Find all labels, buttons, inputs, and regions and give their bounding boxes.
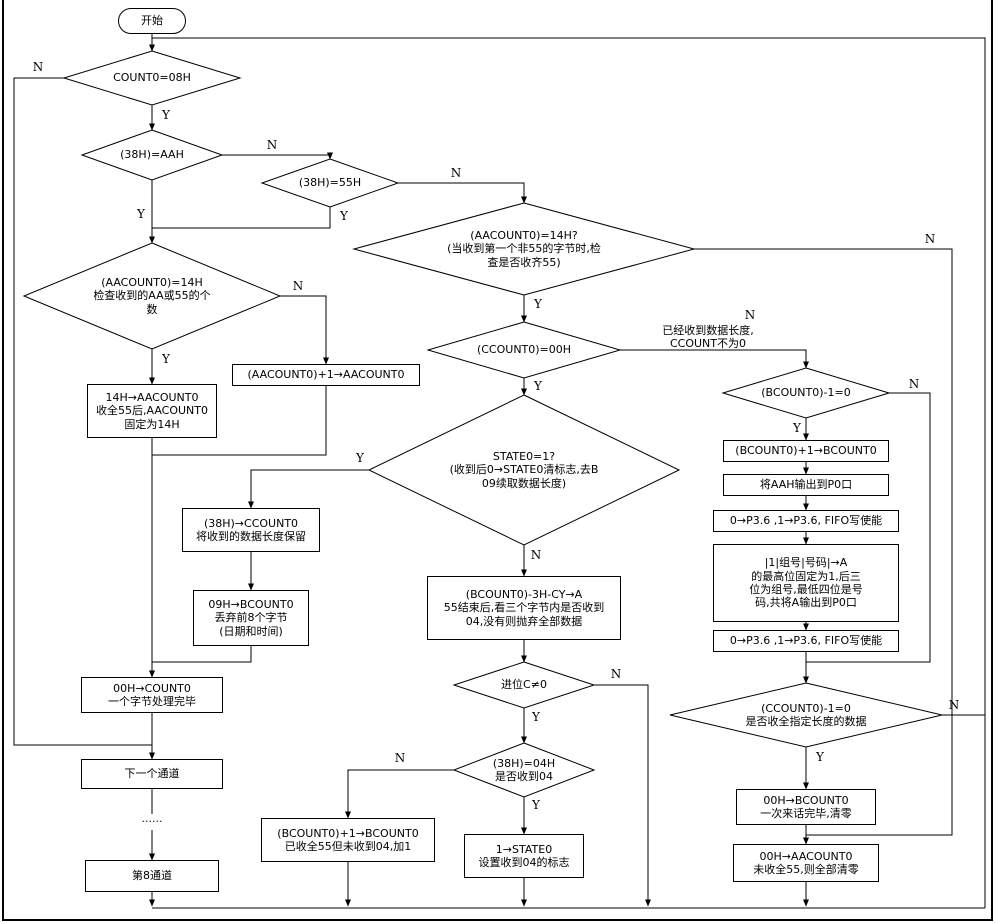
edge-aah-no	[222, 152, 333, 160]
d-aacount: (AACOUNT0)=14H 检查收到的AA或55的个 数	[93, 275, 211, 316]
edge-bcount1-no	[806, 392, 931, 663]
label-bcount1-n: N	[908, 376, 920, 391]
label-aacountq-n: N	[924, 231, 936, 246]
d-ccount-1: (CCOUNT0)-1=0 是否收全指定长度的数据	[745, 701, 867, 728]
label-04h-n: N	[394, 750, 406, 765]
label-ccount1-y: Y	[816, 749, 824, 764]
b-next-channel: 下一个通道	[81, 759, 223, 789]
d-carry: 进位C≠0	[501, 678, 547, 692]
b-00h-count0: 00H→COUNT0 一个字节处理完毕	[81, 677, 223, 713]
edge-09h-out	[152, 646, 252, 663]
label-55h-y: Y	[340, 208, 348, 223]
b-00h-bcount: 00H→BCOUNT0 一次来话完毕,清零	[736, 789, 876, 825]
label-state0-y: Y	[356, 450, 364, 465]
label-aah-y: Y	[137, 206, 145, 221]
label-count0-y: Y	[162, 107, 170, 122]
b-aah-out: 将AAH输出到P0口	[723, 474, 889, 496]
d-38h-04h: (38H)=04H 是否收到04	[492, 756, 556, 783]
edge-04h-no	[345, 769, 454, 819]
edge-55h-yes	[152, 207, 331, 229]
edge-55h-no	[398, 182, 527, 204]
d-state0: STATE0=1? (收到后0→STATE0清标志,去B 09续取数据长度)	[449, 449, 599, 490]
b-bcount-inc-l: (BCOUNT0)+1→BCOUNT0 已收全55但未收到04,加1	[261, 818, 435, 862]
b-bcy: (BCOUNT0)-3H-CY→A 55结束后,看三个字节内是否收到 04,没有…	[427, 576, 621, 640]
edge-carry-no	[594, 684, 651, 907]
edge-state0-yes	[248, 469, 369, 509]
d-count0: COUNT0=08H	[113, 71, 191, 85]
label-carry-y: Y	[532, 709, 540, 724]
d-38h-aah: (38H)=AAH	[120, 148, 184, 162]
edge-count0-no-leftrail	[13, 77, 152, 746]
b-num-out: |1|组号|号码|→A 的最高位固定为1,后三 位为组号,最低四位是号 码,共将…	[713, 544, 899, 622]
b-14h-aacount: 14H→AACOUNT0 收全55后,AACOUNT0 固定为14H	[87, 384, 217, 438]
d-ccount-00: (CCOUNT0)=00H	[476, 343, 572, 357]
edge-ccount00-no	[620, 349, 809, 369]
dots: ······	[128, 814, 176, 830]
label-aah-n: N	[266, 137, 278, 152]
b-aacount-inc: (AACOUNT0)+1→AACOUNT0	[232, 364, 420, 386]
label-04h-y: Y	[532, 797, 540, 812]
edge-aacount-no	[280, 295, 329, 365]
label-55h-n: N	[450, 165, 462, 180]
b-fifo-1: 0→P3.6 ,1→P3.6, FIFO写使能	[713, 510, 899, 532]
label-aacount-y: Y	[162, 351, 170, 366]
edge-aacountq-no	[694, 248, 953, 836]
d-aacount-q: (AACOUNT0)=14H? (当收到第一个非55的字节时,检 查是否收齐55…	[447, 228, 601, 269]
label-carry-n: N	[610, 666, 622, 681]
label-state0-n: N	[530, 547, 542, 562]
note-ccount: 已经收到数据长度, CCOUNT不为0	[662, 323, 754, 350]
b-state-set: 1→STATE0 设置收到04的标志	[464, 834, 584, 878]
label-aacountq-y: Y	[534, 296, 542, 311]
b-00h-aacount: 00H→AACOUNT0 未收全55,则全部清零	[733, 844, 879, 882]
b-bcount-inc-r: (BCOUNT0)+1→BCOUNT0	[723, 440, 889, 462]
label-count0-n: N	[32, 59, 44, 74]
label-bcount1-y: Y	[793, 420, 801, 435]
label-ccount1-n: N	[948, 697, 960, 712]
edge-aacountinc-out	[152, 386, 327, 456]
label-ccount00-y: Y	[534, 378, 542, 393]
edge-master-loop	[151, 37, 986, 908]
b-ccount-save: (38H)→CCOUNT0 将收到的数据长度保留	[182, 508, 320, 552]
d-bcount-1: (BCOUNT0)-1=0	[761, 386, 851, 400]
label-ccount00-n: N	[744, 307, 756, 322]
label-aacount-n: N	[292, 278, 304, 293]
b-fifo-2: 0→P3.6 ,1→P3.6, FIFO写使能	[713, 630, 899, 652]
d-38h-55h: (38H)=55H	[298, 176, 362, 190]
b-channel-8: 第8通道	[85, 860, 219, 892]
start: 开始	[118, 8, 186, 34]
b-09h-bcount: 09H→BCOUNT0 丢弃前8个字节 (日期和时间)	[193, 590, 309, 646]
